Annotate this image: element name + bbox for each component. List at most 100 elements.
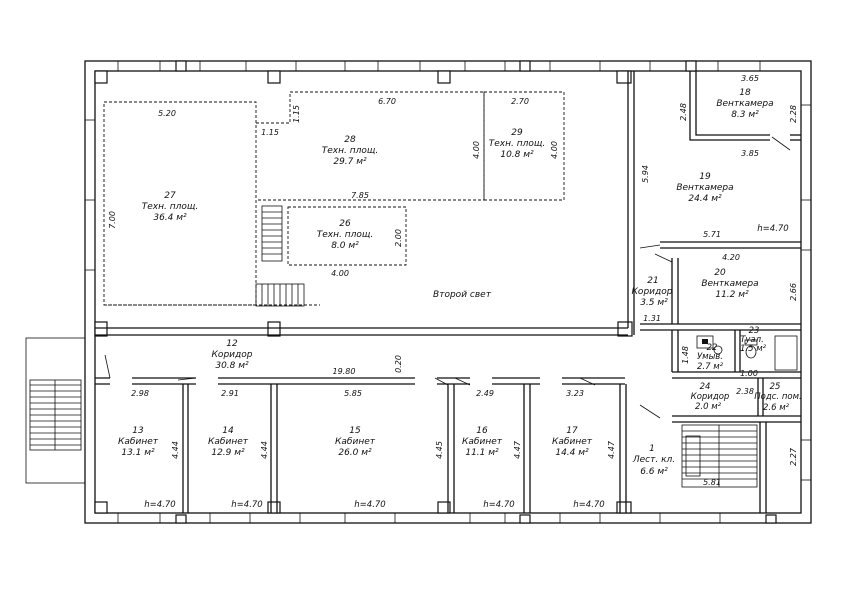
room-17-label: 17 Кабинет 14.4 м² [552, 426, 593, 458]
room-number: 26 [339, 219, 351, 229]
room-12-label: 12 Коридор 30.8 м² [212, 339, 253, 371]
room-area: 13.1 м² [121, 448, 155, 458]
room-number: 16 [476, 426, 488, 436]
room-number: 24 [700, 382, 711, 392]
dimension: 1.48 [681, 346, 690, 364]
room-number: 27 [164, 191, 176, 201]
room-name: Венткамера [716, 99, 773, 109]
room-area: 24.4 м² [688, 194, 722, 204]
dimension: 1.15 [292, 105, 301, 123]
room-name: Венткамера [676, 183, 733, 193]
dimension: 6.70 [378, 97, 396, 106]
internal-stair [681, 424, 758, 488]
dimension: 5.71 [703, 230, 721, 239]
room-area: 1.5 м² [740, 344, 767, 354]
room-25-label: 25 Подс. пом. 2.6 м² [754, 382, 801, 413]
height-mark: h=4.70 [483, 500, 514, 510]
room-21-label: 21 Коридор 3.5 м² [632, 276, 673, 308]
interior-walls [95, 71, 801, 513]
room-area: 6.6 м² [640, 467, 668, 477]
room-name: Лест. кл. [632, 455, 675, 465]
room-name: Умыв. [697, 352, 723, 362]
dimension: 1.31 [643, 314, 661, 323]
dimension: 4.00 [331, 269, 349, 278]
dimension: 4.47 [513, 440, 522, 459]
room-29-label: 29 Техн. площ. 10.8 м² [489, 128, 545, 160]
room-15-label: 15 Кабинет 26.0 м² [335, 426, 376, 458]
room-28-label: 28 Техн. площ. 29.7 м² [322, 135, 378, 167]
window-marks [85, 61, 811, 523]
room-name: Кабинет [552, 437, 593, 447]
room-area: 2.7 м² [697, 362, 724, 372]
room-name: Коридор [212, 350, 253, 360]
room-name: Техн. площ. [317, 230, 373, 240]
room-number: 17 [566, 426, 578, 436]
room-13-label: 13 Кабинет 13.1 м² [118, 426, 159, 458]
room-number: 21 [647, 276, 658, 286]
dimension: 4.00 [550, 141, 559, 159]
dimension: 4.44 [260, 441, 269, 459]
ceiling-heights: h=4.70 h=4.70 h=4.70 h=4.70 h=4.70 h=4.7… [144, 224, 788, 510]
room-name: Туал. [740, 335, 764, 345]
room-16-label: 16 Кабинет 11.1 м² [462, 426, 503, 458]
height-mark: h=4.70 [231, 500, 262, 510]
sink-fixture [696, 335, 723, 355]
room-area: 11.1 м² [465, 448, 499, 458]
dimension: 7.00 [108, 211, 117, 229]
room-22-label: 22 Умыв. 2.7 м² [697, 343, 724, 372]
dimension: 1.00 [740, 369, 758, 378]
height-mark: h=4.70 [757, 224, 788, 234]
dimension: 3.85 [741, 149, 759, 158]
room-name: Кабинет [462, 437, 503, 447]
room-23-label: 23 Туал. 1.5 м² [740, 326, 767, 354]
room-name: Венткамера [701, 279, 758, 289]
room-area: 14.4 м² [555, 448, 589, 458]
room-19-label: 19 Венткамера 24.4 м² [676, 172, 733, 204]
room-14-label: 14 Кабинет 12.9 м² [208, 426, 249, 458]
dimension: 4.20 [722, 253, 740, 262]
dimension: 4.47 [607, 440, 616, 459]
room-name: Техн. площ. [322, 146, 378, 156]
room-area: 2.0 м² [695, 402, 722, 412]
room-1-label: 1 Лест. кл. 6.6 м² [632, 444, 675, 477]
room-26-label: 26 Техн. площ. 8.0 м² [317, 219, 373, 251]
room-area: 2.6 м² [763, 403, 790, 413]
room-24-label: 24 Коридор 2.0 м² [691, 382, 730, 412]
room-area: 36.4 м² [153, 213, 187, 223]
room-name: Подс. пом. [754, 392, 801, 402]
room-number: 29 [511, 128, 523, 138]
room-20-label: 20 Венткамера 11.2 м² [701, 268, 758, 300]
dimension: 2.00 [394, 229, 403, 247]
room-number: 23 [749, 326, 760, 336]
dimension: 5.81 [703, 478, 721, 487]
second-light-label: Второй свет [433, 290, 492, 300]
dimension: 5.20 [158, 109, 176, 118]
room-number: 13 [132, 426, 144, 436]
dimension: 5.85 [344, 389, 362, 398]
room-name: Техн. площ. [489, 139, 545, 149]
room-name: Коридор [632, 287, 673, 297]
room-name: Кабинет [335, 437, 376, 447]
room-area: 29.7 м² [333, 157, 367, 167]
room-number: 15 [349, 426, 361, 436]
room-name: Техн. площ. [142, 202, 198, 212]
dimension: 2.27 [789, 447, 798, 466]
dimension: 3.23 [566, 389, 584, 398]
dimension: 4.45 [435, 441, 444, 459]
small-stairs [255, 205, 305, 307]
room-number: 1 [649, 444, 655, 454]
dimension: 2.98 [131, 389, 149, 398]
room-number: 12 [226, 339, 238, 349]
dimension: 7.85 [351, 191, 369, 200]
dimension: 4.44 [171, 441, 180, 459]
room-number: 28 [344, 135, 356, 145]
room-number: 25 [770, 382, 781, 392]
room-area: 8.0 м² [331, 241, 359, 251]
dimension: 5.94 [641, 165, 650, 183]
room-number: 22 [707, 343, 718, 353]
room-area: 11.2 м² [715, 290, 749, 300]
dimension: 2.48 [679, 103, 688, 121]
room-number: 20 [714, 268, 726, 278]
room-area: 12.9 м² [211, 448, 245, 458]
room-18-label: 18 Венткамера 8.3 м² [716, 88, 773, 120]
